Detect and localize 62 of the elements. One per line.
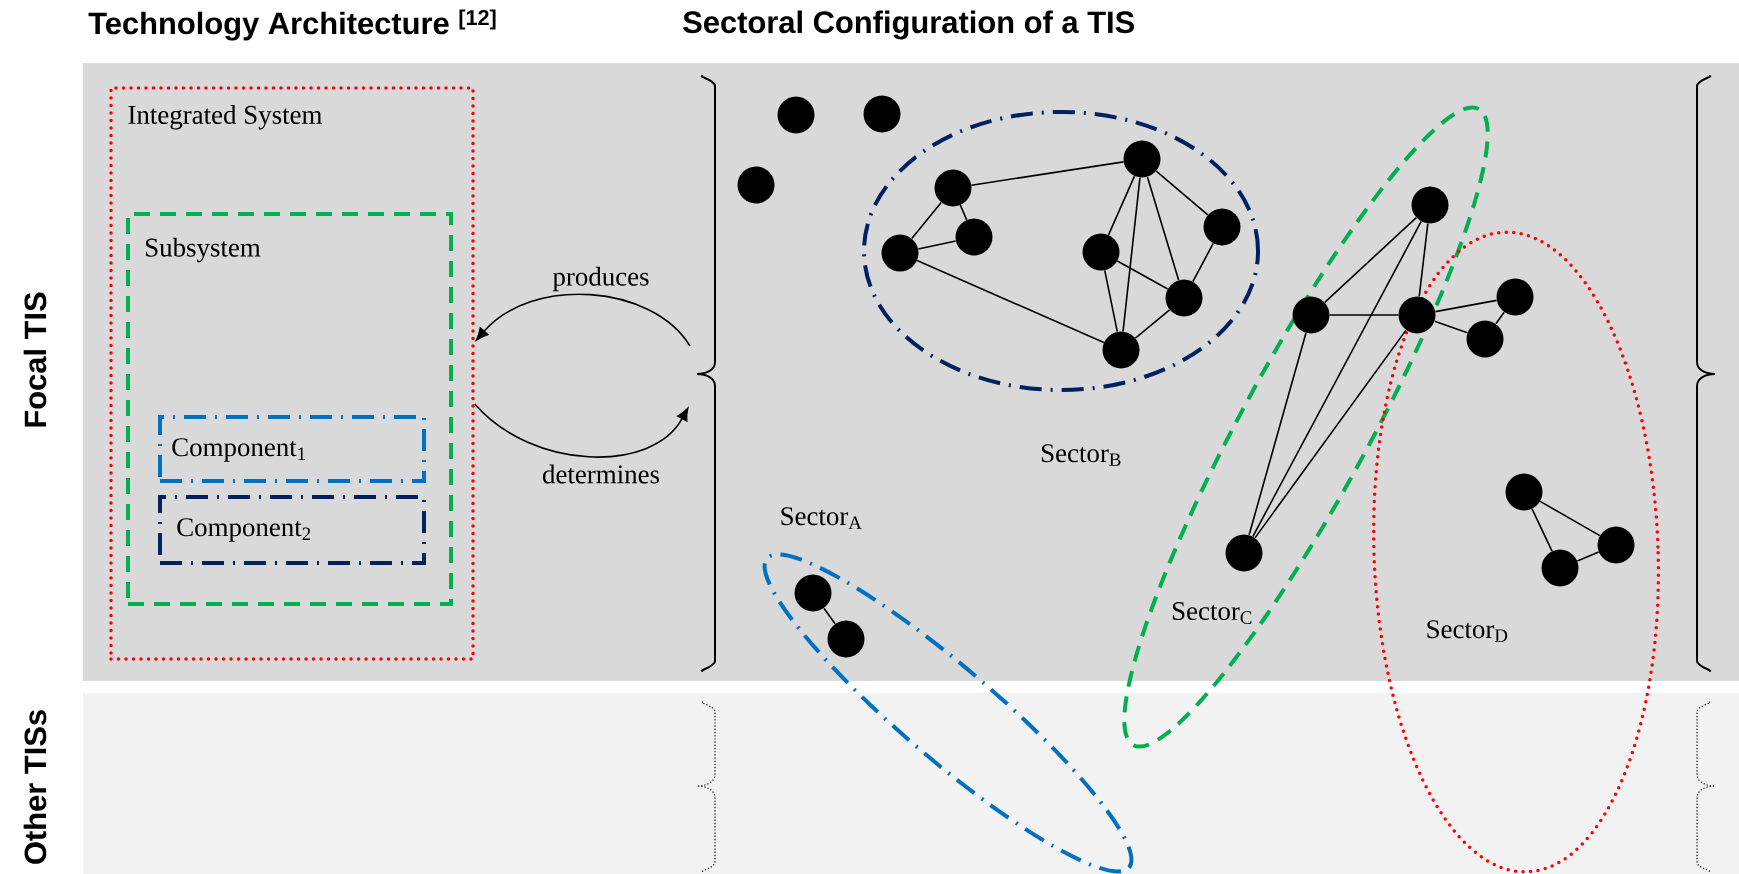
- connector-line: [917, 240, 957, 250]
- connector-line: [970, 161, 1125, 186]
- heading: Focal TIS: [23, 292, 47, 427]
- network-dot: [777, 96, 815, 134]
- heading: Other TISs: [23, 710, 47, 864]
- connector-line: [1103, 269, 1119, 333]
- sector-label: Sector$_{C}$: [1172, 602, 1252, 624]
- connector-line: [1254, 329, 1407, 539]
- connector-line: [959, 204, 968, 221]
- network-dot: [1398, 296, 1436, 334]
- network-dot: [827, 620, 865, 658]
- system-box: Component$_{1}$: [158, 415, 426, 483]
- connector-line: [1539, 500, 1601, 537]
- connector-line: [1495, 311, 1505, 325]
- network-dot: [1505, 473, 1543, 511]
- curved-arrow: [475, 293, 691, 347]
- edge-label: produces: [550, 264, 652, 294]
- system-box: Component$_{2}$: [158, 495, 426, 565]
- edge-label: determines: [540, 462, 662, 486]
- connector-line: [1116, 260, 1169, 290]
- network-dot: [1541, 549, 1579, 587]
- connector-line: [1531, 508, 1553, 552]
- network-dot: [1225, 534, 1263, 572]
- connector-line: [1155, 170, 1209, 216]
- network-dot: [1082, 233, 1120, 271]
- connector-line: [823, 607, 836, 625]
- connector-line: [1323, 216, 1418, 304]
- connector-line: [911, 201, 942, 240]
- network-dot: [1102, 331, 1140, 369]
- network-dot: [955, 218, 993, 256]
- network-dot: [794, 574, 832, 612]
- connector-line: [1434, 299, 1498, 313]
- connector-line: [1252, 220, 1422, 538]
- network-dot: [1597, 526, 1635, 564]
- network-dot: [1165, 279, 1203, 317]
- curved-arrow: [473, 403, 689, 458]
- connector-line: [1576, 551, 1600, 562]
- connector-line: [916, 259, 1105, 344]
- network-dot: [1203, 208, 1241, 246]
- connector-line: [1192, 242, 1214, 283]
- network-dot: [1466, 320, 1504, 358]
- heading: Sectoral Configuration of a TIS: [683, 10, 1134, 40]
- connector-line: [1328, 314, 1400, 316]
- network-dot: [1411, 186, 1449, 224]
- network-dot: [934, 169, 972, 207]
- connector-line: [1122, 176, 1141, 333]
- network-dot: [1292, 296, 1330, 334]
- connector-line: [1146, 176, 1180, 281]
- connector-line: [1433, 320, 1469, 334]
- connector-line: [1418, 222, 1429, 298]
- network-dot: [1123, 140, 1161, 178]
- sector-label: Sector$_{A}$: [781, 507, 862, 529]
- network-dot: [881, 234, 919, 272]
- network-dot: [737, 166, 775, 204]
- connector-line: [1248, 332, 1307, 536]
- sector-label: Sector$_{B}$: [1041, 444, 1121, 466]
- sector-label: Sector$_{D}$: [1427, 620, 1508, 642]
- network-dot: [863, 95, 901, 133]
- network-dot: [1496, 278, 1534, 316]
- connector-line: [1107, 175, 1136, 236]
- connector-line: [1134, 309, 1171, 339]
- heading: Technology Architecture $^{[12]}$: [88, 9, 496, 41]
